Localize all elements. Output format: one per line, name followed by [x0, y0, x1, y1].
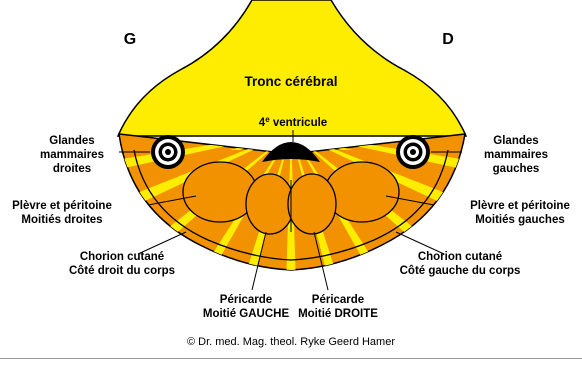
svg-text:Moitié GAUCHE: Moitié GAUCHE: [203, 308, 290, 320]
svg-text:Moitiés droites: Moitiés droites: [21, 214, 102, 226]
plevre-left-half-lobe: [325, 162, 399, 222]
copyright-text: © Dr. med. Mag. theol. Ryke Geerd Hamer: [187, 336, 395, 348]
brainstem-label: Tronc cérébral: [244, 74, 337, 89]
fourth-ventricle-shape: [262, 142, 320, 162]
label-glandes-gauches: Glandes mammaires gauches: [484, 135, 548, 175]
svg-text:mammaires: mammaires: [484, 149, 548, 161]
side-letter-right: D: [442, 31, 454, 48]
label-plevre-droites: Plèvre et péritoine Moitiés droites: [12, 200, 112, 226]
side-letter-left: G: [124, 31, 136, 48]
svg-text:Péricarde: Péricarde: [312, 294, 364, 306]
plevre-right-half-lobe: [183, 162, 257, 222]
mammary-gland-left-target: [396, 135, 430, 169]
label-plevre-gauches: Plèvre et péritoine Moitiés gauches: [470, 200, 570, 226]
svg-text:Moitié DROITE: Moitié DROITE: [298, 308, 378, 320]
brainstem-shape: [118, 0, 466, 136]
svg-text:Plèvre et péritoine: Plèvre et péritoine: [12, 200, 112, 212]
svg-text:Chorion cutané: Chorion cutané: [418, 251, 502, 263]
svg-text:droites: droites: [53, 163, 91, 175]
label-glandes-droites: Glandes mammaires droites: [40, 135, 104, 175]
label-pericarde-droite: Péricarde Moitié DROITE: [298, 294, 378, 320]
label-pericarde-gauche: Péricarde Moitié GAUCHE: [203, 294, 290, 320]
svg-text:Côté gauche du corps: Côté gauche du corps: [400, 265, 521, 277]
label-chorion-droit: Chorion cutané Côté droit du corps: [69, 251, 175, 277]
svg-text:Glandes: Glandes: [49, 135, 94, 147]
svg-text:Côté droit du corps: Côté droit du corps: [69, 265, 175, 277]
mammary-gland-right-target: [151, 135, 185, 169]
svg-text:mammaires: mammaires: [40, 149, 104, 161]
svg-text:Péricarde: Péricarde: [220, 294, 272, 306]
pericarde-left-lobe: [246, 174, 294, 234]
svg-text:Moitiés gauches: Moitiés gauches: [475, 214, 564, 226]
bottom-divider: [0, 358, 582, 359]
fourth-ventricle-label: 4e ventricule: [259, 115, 327, 129]
pericarde-right-lobe: [288, 174, 336, 234]
svg-text:Glandes: Glandes: [493, 135, 538, 147]
svg-text:gauches: gauches: [493, 163, 540, 175]
svg-text:Plèvre et péritoine: Plèvre et péritoine: [470, 200, 570, 212]
svg-text:Chorion cutané: Chorion cutané: [80, 251, 164, 263]
label-chorion-gauche: Chorion cutané Côté gauche du corps: [400, 251, 521, 277]
